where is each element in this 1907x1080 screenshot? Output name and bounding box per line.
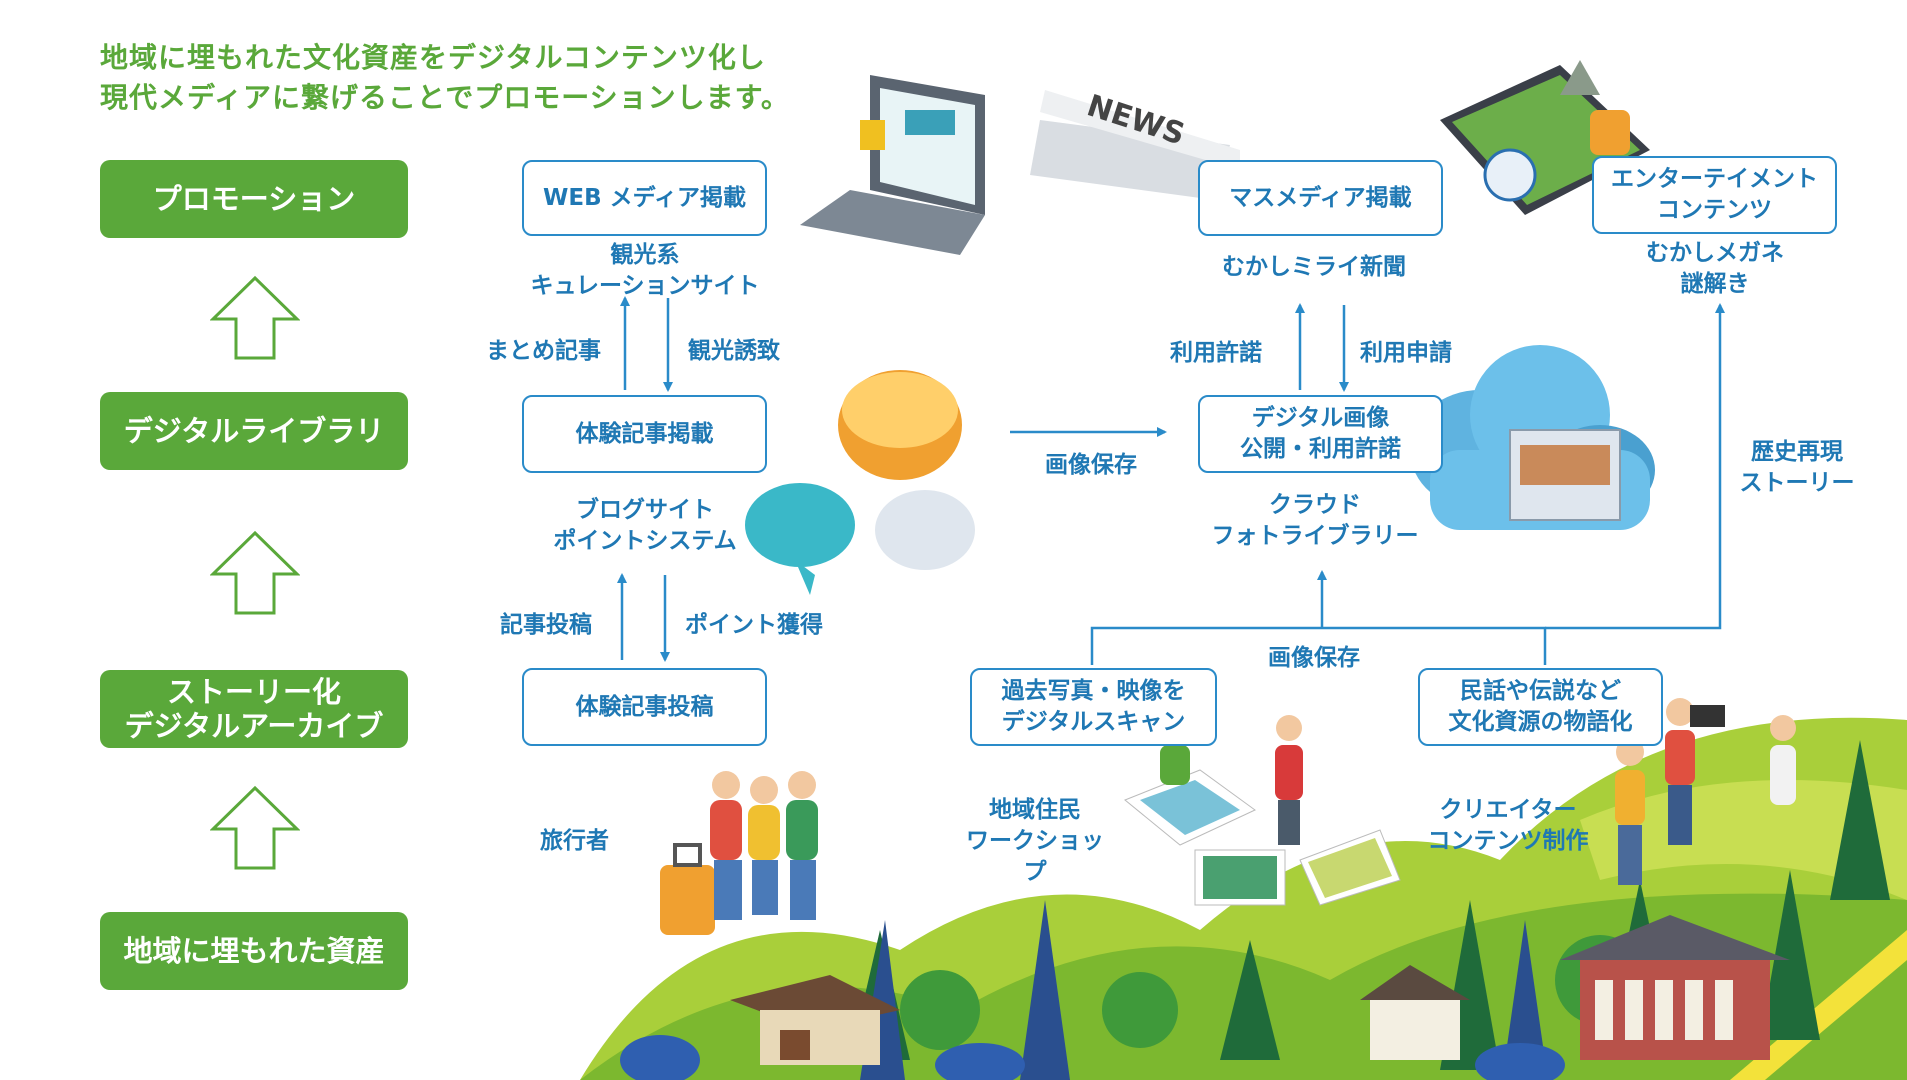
cloud-library-illustration <box>1410 345 1655 530</box>
up-arrow-icon <box>210 530 300 615</box>
label-traveler: 旅行者 <box>540 828 609 854</box>
label-cloud-library: クラウド フォトライブラリー <box>1211 492 1419 549</box>
level-label: ストーリー化 デジタルアーカイブ <box>124 675 384 743</box>
box-label: マスメディア掲載 <box>1229 184 1412 211</box>
label-summary-article: まとめ記事 <box>486 338 601 364</box>
people-illustration <box>710 698 1796 920</box>
photos-illustration <box>1124 769 1401 906</box>
box-label: 体験記事投稿 <box>575 693 714 720</box>
label-mukashi-megane: むかしメガネ 謎解き <box>1646 240 1784 297</box>
box-label: 過去写真・映像を デジタルスキャン <box>1001 678 1186 735</box>
box-label: エンターテイメント コンテンツ <box>1611 166 1818 223</box>
suitcase-illustration <box>660 843 715 935</box>
label-tourism-site: 観光系 キュレーションサイト <box>530 242 760 299</box>
laptop-illustration <box>800 75 985 255</box>
box-digital-image: デジタル画像 公開・利用許諾 <box>1198 395 1443 473</box>
tablet-map-illustration <box>1440 60 1650 215</box>
label-usage-permit: 利用許諾 <box>1170 340 1262 366</box>
level-story-archive: ストーリー化 デジタルアーカイブ <box>100 670 408 748</box>
label-creator-content: クリエイター コンテンツ制作 <box>1427 797 1589 854</box>
level-label: デジタルライブラリ <box>123 414 385 448</box>
level-promotion: プロモーション <box>100 160 408 238</box>
level-hidden-assets: 地域に埋もれた資産 <box>100 912 408 990</box>
box-past-photos: 過去写真・映像を デジタルスキャン <box>970 668 1217 746</box>
box-label: デジタル画像 公開・利用許諾 <box>1240 405 1401 462</box>
label-usage-apply: 利用申請 <box>1360 340 1452 366</box>
box-experience-post: 体験記事掲載 <box>522 395 767 473</box>
box-web-media: WEB メディア掲載 <box>522 160 767 236</box>
box-mass-media: マスメディア掲載 <box>1198 160 1443 236</box>
level-label: 地域に埋もれた資産 <box>123 934 385 968</box>
label-image-save: 画像保存 <box>1045 452 1137 478</box>
label-article-post: 記事投稿 <box>500 612 592 638</box>
label-resident-workshop: 地域住民 ワークショップ <box>966 797 1104 885</box>
box-folklore: 民話や伝説など 文化資源の物語化 <box>1418 668 1663 746</box>
level-label: プロモーション <box>152 182 356 216</box>
label-image-save-2: 画像保存 <box>1268 645 1360 671</box>
speech-bubbles-illustration <box>745 370 975 595</box>
label-point-earn: ポイント獲得 <box>685 612 823 638</box>
headline: 地域に埋もれた文化資産をデジタルコンテンツ化し 現代メディアに繋げることでプロモ… <box>100 38 790 118</box>
label-tourism-attract: 観光誘致 <box>688 338 780 364</box>
headline-line-2: 現代メディアに繋げることでプロモーションします。 <box>100 81 790 114</box>
label-newspaper: むかしミライ新聞 <box>1222 254 1406 280</box>
box-label: 民話や伝説など 文化資源の物語化 <box>1448 678 1633 735</box>
headline-line-1: 地域に埋もれた文化資産をデジタルコンテンツ化し <box>100 41 766 74</box>
level-digital-library: デジタルライブラリ <box>100 392 408 470</box>
up-arrow-icon <box>210 275 300 360</box>
box-label: WEB メディア掲載 <box>542 184 746 211</box>
label-history-story: 歴史再現 ストーリー <box>1739 439 1855 496</box>
label-blog-site: ブログサイト ポイントシステム <box>553 497 737 554</box>
up-arrow-icon <box>210 785 300 870</box>
box-experience-submit: 体験記事投稿 <box>522 668 767 746</box>
box-label: 体験記事掲載 <box>575 420 714 447</box>
box-entertainment: エンターテイメント コンテンツ <box>1592 156 1837 234</box>
